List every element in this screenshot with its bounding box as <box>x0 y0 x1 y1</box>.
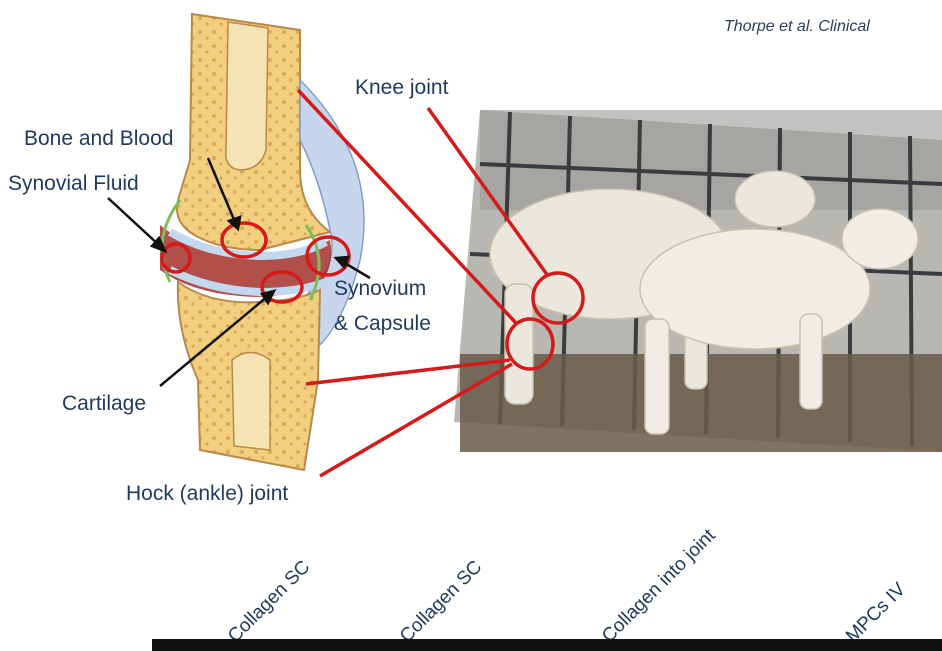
bottom-bar <box>152 639 942 651</box>
cartilage-label: Cartilage <box>62 392 146 416</box>
marrow-cavity <box>226 22 268 170</box>
capsule-label: & Capsule <box>334 312 431 336</box>
group-label-2: Collagen SC <box>396 557 487 648</box>
joint-diagram <box>140 0 380 490</box>
lower-marrow <box>232 353 270 451</box>
group-label-4: MPCs IV <box>842 579 911 648</box>
knee-joint-label: Knee joint <box>355 76 448 100</box>
sheep-photo <box>440 104 942 452</box>
citation-text: Thorpe et al. Clinical <box>724 18 870 36</box>
bone-blood-label: Bone and Blood <box>24 127 173 151</box>
synovial-fluid-label: Synovial Fluid <box>8 172 139 196</box>
group-label-3: Collagen into joint <box>598 525 720 647</box>
synovium-label: Synovium <box>334 277 426 301</box>
hock-joint-label: Hock (ankle) joint <box>126 482 288 506</box>
group-label-1: Collagen SC <box>224 557 315 648</box>
